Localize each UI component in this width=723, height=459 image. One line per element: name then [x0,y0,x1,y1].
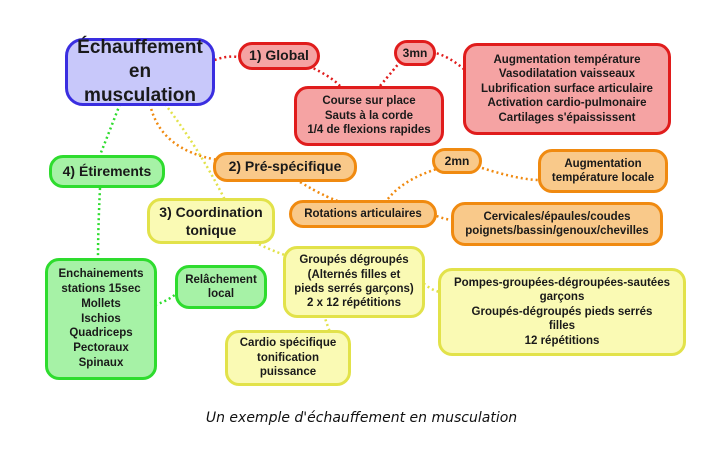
mind-map: Échauffement en musculation 1) Global 3m… [45,37,686,386]
root-node: Échauffement en musculation [65,37,215,106]
connector-rotations-duration [383,166,441,204]
connector-root-global [209,55,239,64]
rotations-node: Rotations articulaires [289,200,437,228]
stretch-list-node: Enchainements stations 15sec Mollets Isc… [45,258,157,380]
figure-caption: Un exemple d'échauffement en musculation [205,410,518,426]
global-exercises-node: Course sur place Sauts à la corde 1/4 de… [294,86,444,146]
connector-stretching-list [96,187,102,259]
connector-duration-effects-local [481,166,541,182]
connector-exercises-duration [379,61,401,87]
connector-coordination-grouped [249,238,286,257]
connector-duration-effects [431,50,468,73]
prespecific-effects-node: Augmentation température locale [538,149,668,193]
global-duration-node: 3mn [394,40,436,66]
connector-root-prespecific [148,103,219,162]
connector-root-coordination [164,103,227,201]
global-effects-node: Augmentation température Vasodilatation … [463,43,671,135]
prespecific-duration-node: 2mn [432,148,482,174]
pushups-node: Pompes-groupées-dégroupées-sautées garço… [438,268,686,356]
connector-root-stretching [98,103,122,156]
global-node: 1) Global [238,42,320,70]
coordination-node: 3) Coordination tonique [147,198,275,244]
cardio-node: Cardio spécifique tonification puissance [225,330,351,386]
joints-node: Cervicales/épaules/coudes poignets/bassi… [451,202,663,246]
grouped-node: Groupés dégroupés (Alternés filles et pi… [283,246,425,318]
connector-grouped-cardio [318,299,332,333]
relaxation-node: Relâchement local [175,265,267,309]
stretching-node: 4) Étirements [49,155,165,188]
prespecific-node: 2) Pré-spécifique [213,152,357,182]
